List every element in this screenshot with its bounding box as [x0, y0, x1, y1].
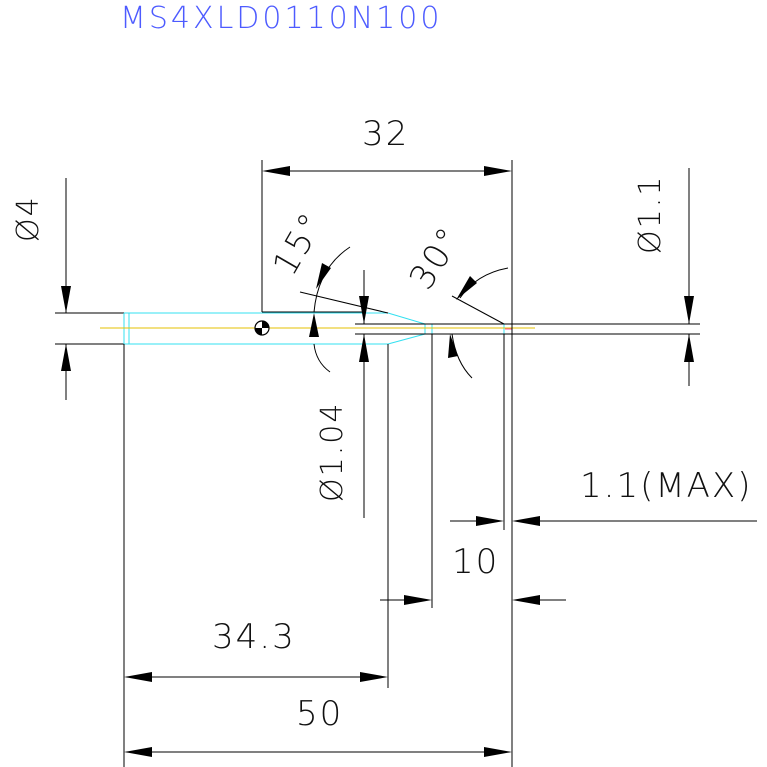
dimension-tip-diameter [684, 168, 694, 386]
flute-length-label: 1.1(MAX) [580, 466, 753, 506]
part-number-title: MS4XLD0110N100 [120, 1, 442, 36]
dimension-shank-diameter [61, 178, 71, 400]
datum-symbol [254, 320, 270, 336]
angle-30-label: 30° [402, 219, 471, 296]
tool-outline [55, 311, 700, 345]
dimension-10-label: 10 [452, 542, 499, 582]
dimension-flute-length [450, 334, 757, 530]
dimension-10 [380, 334, 566, 608]
angle-30 [448, 267, 509, 379]
dimension-34-3-label: 34.3 [212, 617, 296, 657]
neck-diameter-label: Ø1.04 [315, 402, 350, 502]
dimension-neck-diameter [359, 270, 369, 518]
shank-diameter-label: Ø4 [11, 195, 46, 242]
dimension-50 [124, 747, 512, 757]
angle-15 [299, 246, 389, 373]
tip-diameter-label: Ø1.1 [633, 175, 668, 254]
dimension-32 [261, 160, 513, 767]
dimension-50-label: 50 [296, 694, 343, 734]
dimension-32-label: 32 [362, 114, 409, 154]
dimension-34-3 [123, 344, 389, 767]
